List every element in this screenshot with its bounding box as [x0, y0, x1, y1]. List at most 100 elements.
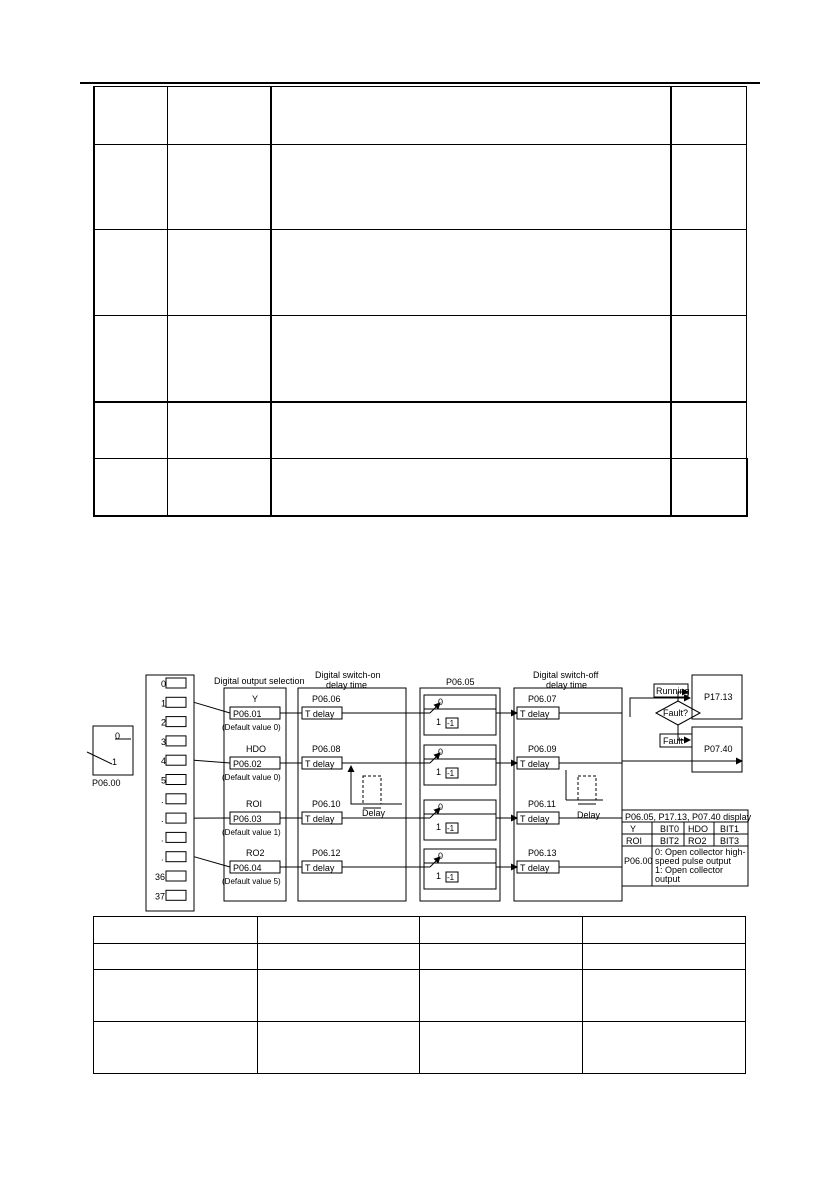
table-cell	[670, 458, 748, 517]
p0740-box	[691, 726, 743, 773]
table-cell	[93, 969, 258, 1022]
running-label: Running	[656, 686, 690, 696]
selection-item-label: 1	[161, 698, 166, 708]
legend-p0600-line: 1: Open collector	[655, 865, 723, 875]
switch-arm	[429, 752, 441, 764]
legend-cell: BIT3	[720, 836, 739, 846]
table-row	[93, 315, 747, 403]
inverter-box	[423, 848, 497, 890]
table-cell	[419, 1021, 583, 1074]
legend-p0600-line: speed pulse output	[655, 856, 732, 866]
switch-on-delay-group	[297, 687, 407, 902]
p1713-box	[691, 674, 743, 720]
legend-cell: HDO	[688, 824, 708, 834]
inverter-one: 1	[436, 717, 441, 727]
t-delay-label: T delay	[305, 709, 335, 719]
selection-item-box	[165, 851, 187, 863]
t-delay-label: T delay	[520, 709, 550, 719]
inverter-zero: 0	[438, 697, 443, 707]
inverter-box	[423, 744, 497, 786]
inverter-mark	[445, 822, 459, 834]
table-cell	[257, 969, 420, 1022]
legend-p0600-line: output	[655, 874, 681, 884]
legend-p0600-line: 0: Open collector high-	[655, 847, 746, 857]
switch-arm	[429, 807, 441, 819]
selection-item-box	[165, 889, 187, 901]
p0600-label: P06.00	[92, 778, 121, 788]
table-cell	[167, 315, 272, 403]
output-name: RO2	[246, 848, 265, 858]
heading-p0605: P06.05	[446, 677, 475, 687]
p1713-label: P17.13	[704, 692, 733, 702]
table-cell	[582, 1021, 746, 1074]
connector	[193, 856, 231, 868]
table-cell	[270, 86, 672, 145]
selection-item-box	[165, 793, 187, 805]
selection-item-label: 3	[161, 737, 166, 747]
table-cell	[167, 229, 272, 316]
table-row	[93, 229, 747, 316]
param-label: P06.04	[233, 863, 262, 873]
inverter-one: 1	[436, 822, 441, 832]
heading-output-selection: Digital output selection	[214, 676, 305, 686]
table-cell	[670, 86, 747, 145]
p0600-pos1: 1	[112, 757, 117, 767]
output-name: HDO	[246, 744, 266, 754]
table-cell	[419, 943, 583, 970]
t-delay-label: T delay	[305, 814, 335, 824]
output-name: ROI	[246, 799, 262, 809]
selection-item-box	[165, 812, 187, 824]
legend-cell: Y	[630, 824, 636, 834]
legend-cell: BIT0	[660, 824, 679, 834]
page-header-rule	[80, 82, 760, 84]
table-cell	[257, 1021, 420, 1074]
inverter-minus-one: -1	[447, 873, 455, 882]
inverter-minus-one: -1	[447, 719, 455, 728]
selection-item-box	[165, 831, 187, 843]
parameter-table-bottom	[93, 916, 746, 1074]
inverter-zero: 0	[438, 802, 443, 812]
display-legend	[621, 809, 749, 887]
legend-cell: BIT1	[720, 824, 739, 834]
table-cell	[93, 1021, 258, 1074]
inverter-box	[423, 799, 497, 841]
table-cell	[93, 315, 168, 403]
inverter-mark	[445, 717, 459, 729]
p0605-group	[419, 687, 501, 902]
connector	[193, 701, 231, 714]
selection-item-box	[165, 735, 187, 747]
selection-item-box	[165, 774, 187, 785]
inverter-one: 1	[436, 767, 441, 777]
switch-arm	[429, 856, 441, 868]
t-delay-label: T delay	[520, 814, 550, 824]
legend-p0600: P06.00	[624, 856, 653, 866]
inverter-zero: 0	[438, 851, 443, 861]
selection-item-box	[165, 677, 187, 689]
selection-item-label: 5	[161, 776, 166, 786]
table-cell	[670, 144, 747, 230]
inverter-minus-one: -1	[447, 824, 455, 833]
heading-switch-on-2: delay time	[326, 680, 367, 690]
off-delay-param: P06.07	[528, 694, 557, 704]
default-value-label: (Default value 5)	[222, 877, 281, 886]
heading-switch-off-1: Digital switch-off	[533, 670, 599, 680]
table-cell	[270, 315, 672, 403]
fault-box	[659, 733, 693, 748]
selection-item-label: 36	[155, 872, 165, 882]
t-delay-label: T delay	[305, 863, 335, 873]
p0740-label: P07.40	[704, 744, 733, 754]
off-delay-param: P06.09	[528, 744, 557, 754]
legend-title: P06.05, P17.13, P07.40 display	[625, 812, 752, 822]
table-row	[93, 916, 746, 944]
selection-item-label: .	[161, 853, 164, 863]
inverter-one: 1	[436, 871, 441, 881]
table-cell	[270, 458, 672, 517]
legend-cell: BIT2	[660, 836, 679, 846]
connector	[193, 759, 231, 764]
inverter-mark	[445, 767, 459, 779]
on-delay-param: P06.06	[312, 694, 341, 704]
selection-panel	[145, 674, 195, 912]
table-row	[93, 1021, 746, 1074]
parameter-table-top	[93, 86, 748, 517]
